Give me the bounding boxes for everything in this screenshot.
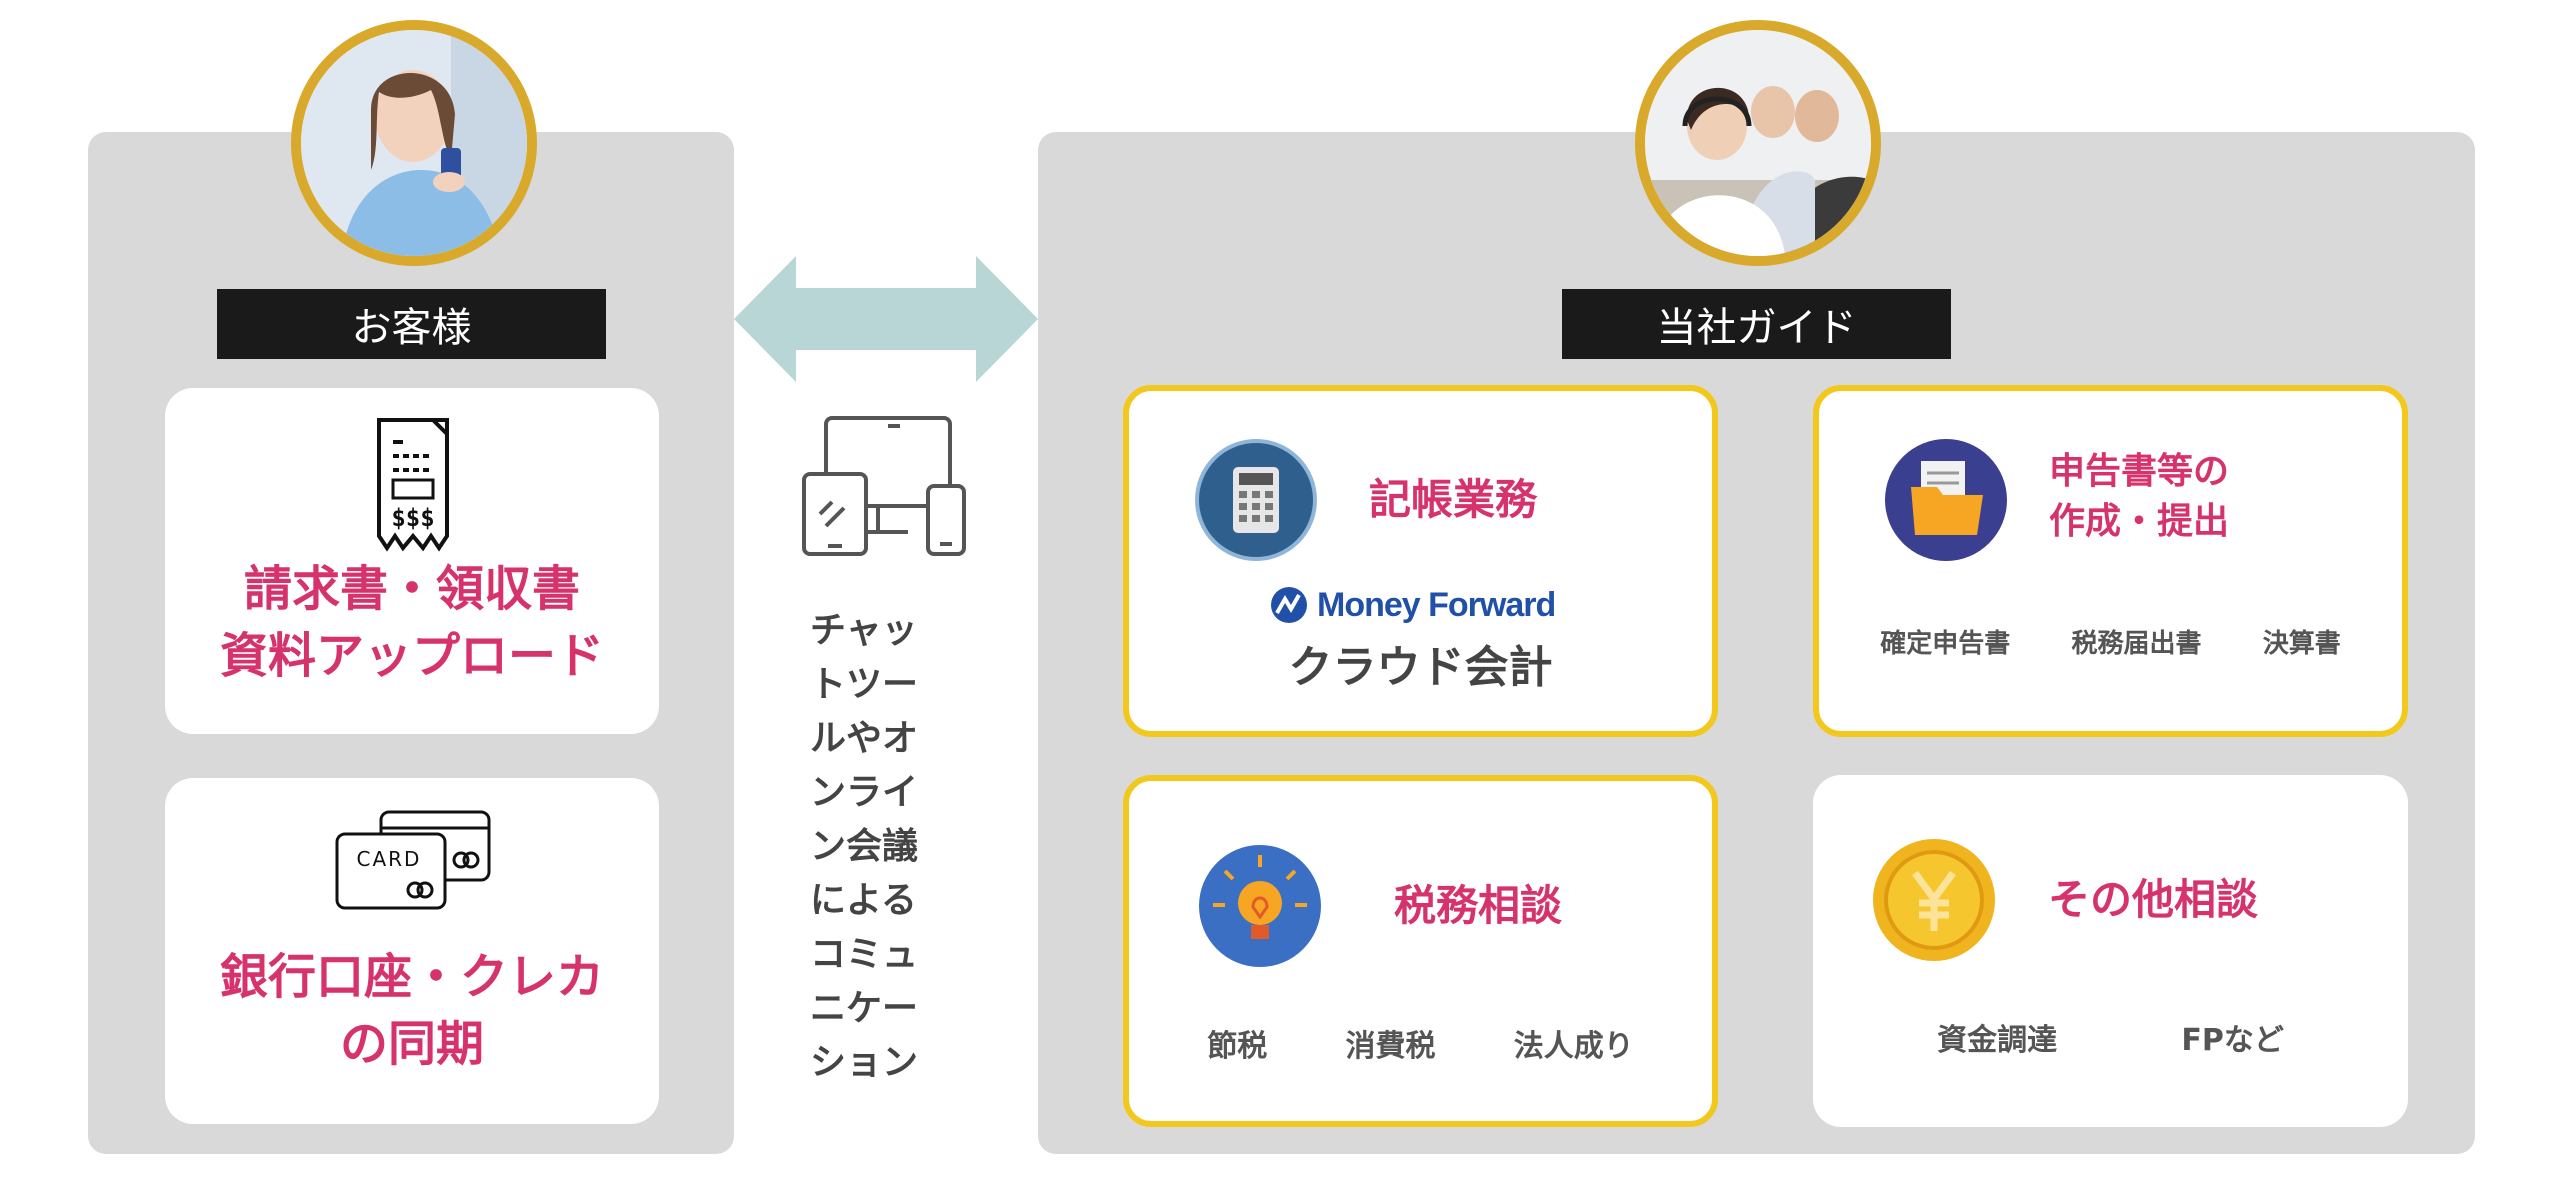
customer-label: お客様	[217, 289, 606, 359]
folder-icon	[1885, 439, 2007, 561]
bank-sync-title-line2: の同期	[339, 1016, 484, 1073]
tax-item: 消費税	[1345, 1029, 1436, 1064]
credit-card-icon: CARD	[335, 810, 491, 910]
call-center-icon	[1645, 30, 1871, 256]
filing-item: 税務届出書	[2071, 629, 2202, 659]
double-arrow-icon	[734, 256, 1038, 382]
lightbulb-icon	[1199, 845, 1321, 967]
other-item: 資金調達	[1937, 1023, 2058, 1058]
customer-photo	[291, 20, 537, 266]
card-icon-text: CARD	[357, 847, 422, 871]
filing-card: 申告書等の 作成・提出 確定申告書 税務届出書 決算書	[1813, 385, 2408, 737]
woman-with-phone-icon	[301, 30, 527, 256]
upload-title-line1: 請求書・領収書	[243, 561, 580, 617]
bookkeeping-title: 記帳業務	[1369, 475, 1538, 524]
filing-items: 確定申告書 税務届出書 決算書	[1819, 623, 2402, 660]
devices-icon	[802, 416, 966, 556]
upload-title: 請求書・領収書 資料アップロード	[165, 556, 659, 690]
filing-title-line2: 作成・提出	[2049, 501, 2230, 543]
support-team-photo	[1635, 20, 1881, 266]
money-forward-logo-text: Money Forward	[1317, 585, 1556, 624]
bank-sync-title-line1: 銀行口座・クレカ	[219, 949, 604, 1005]
guide-label: 当社ガイド	[1562, 289, 1951, 359]
calculator-icon	[1195, 439, 1317, 561]
tax-item: 法人成り	[1513, 1029, 1634, 1064]
bank-sync-title: 銀行口座・クレカ の同期	[165, 944, 659, 1078]
tax-consult-card: 税務相談 節税 消費税 法人成り	[1123, 775, 1718, 1127]
upload-card: $$$ 請求書・領収書 資料アップロード	[165, 388, 659, 734]
tax-item: 節税	[1207, 1029, 1268, 1064]
receipt-icon: $$$	[377, 418, 449, 552]
upload-title-line2: 資料アップロード	[219, 628, 604, 685]
bank-sync-card: CARD 銀行口座・クレカ の同期	[165, 778, 659, 1124]
filing-item: 確定申告書	[1880, 629, 2011, 659]
filing-title: 申告書等の 作成・提出	[2049, 447, 2229, 548]
other-consult-title: その他相談	[2048, 875, 2259, 924]
cloud-accounting-label: クラウド会計	[1288, 642, 1553, 693]
bookkeeping-card: 記帳業務 Money Forward クラウド会計	[1123, 385, 1718, 737]
money-forward-mark-icon	[1271, 587, 1307, 623]
other-consult-items: 資金調達 FPなど	[1813, 1015, 2408, 1059]
filing-item: 決算書	[2262, 629, 2341, 659]
other-item: FPなど	[2181, 1023, 2284, 1058]
communication-text: チャットツールやオンライン会議によるコミュニケーション	[810, 610, 919, 1083]
svg-text:$$$: $$$	[391, 504, 434, 532]
money-forward-logo: Money Forward	[1269, 581, 1579, 629]
tax-consult-title: 税務相談	[1394, 881, 1563, 930]
filing-title-line1: 申告書等の	[2049, 451, 2230, 492]
yen-coin-icon	[1873, 839, 1995, 961]
other-consult-card: その他相談 資金調達 FPなど	[1813, 775, 2408, 1127]
tax-consult-items: 節税 消費税 法人成り	[1129, 1021, 1712, 1065]
